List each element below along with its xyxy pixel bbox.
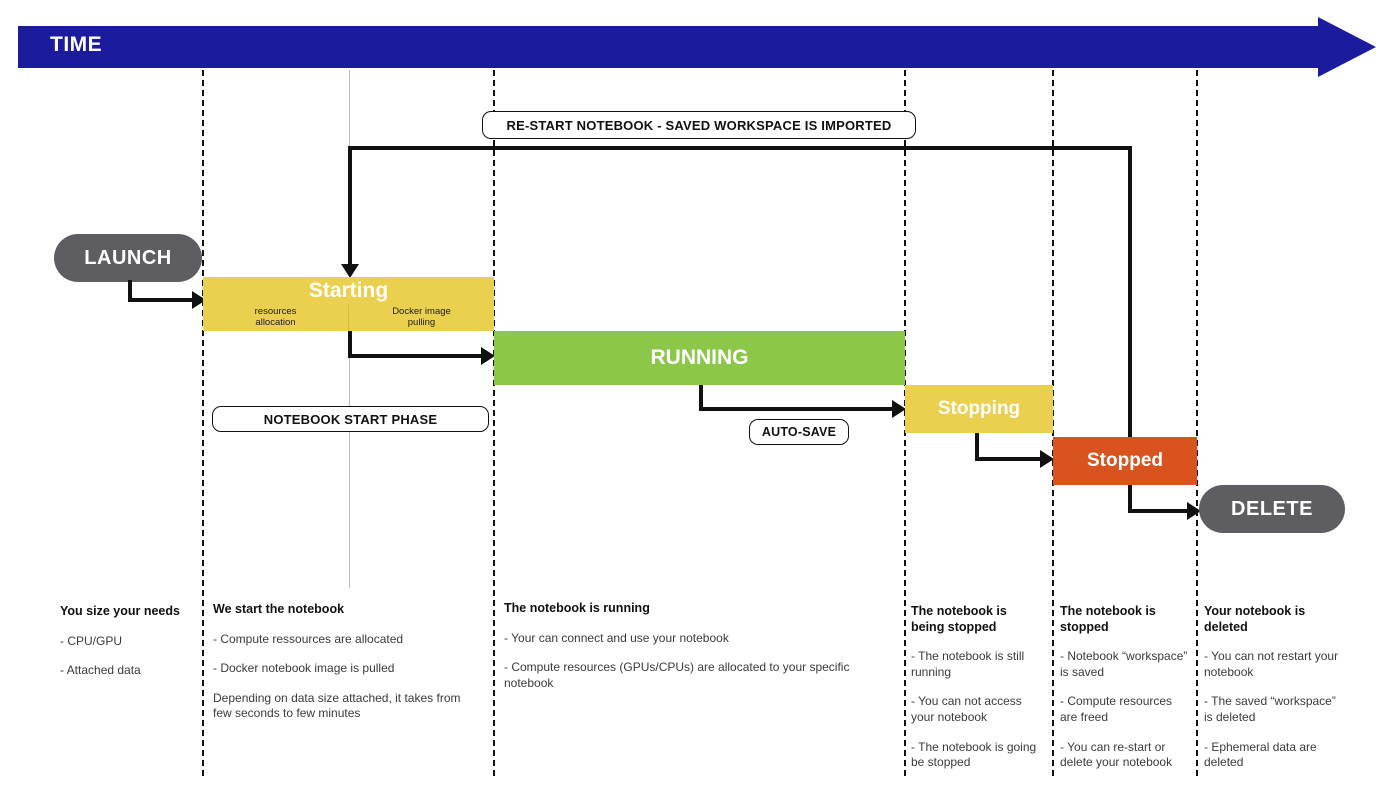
launch-arrow-vertical xyxy=(128,280,132,302)
stopping-to-stopped-vertical xyxy=(975,433,979,460)
description-column-running: The notebook is running - Your can conne… xyxy=(504,601,874,705)
launch-arrow-horizontal xyxy=(128,298,194,302)
column-title: The notebook is stopped xyxy=(1060,604,1156,634)
timeline-divider-2 xyxy=(493,70,495,776)
column-item: Depending on data size attached, it take… xyxy=(213,690,461,721)
phase-bar-running: RUNNING xyxy=(494,331,905,385)
substep-docker-image-pulling-line1: Docker image xyxy=(392,306,451,318)
substep-resource-allocation-line2: allocation xyxy=(255,317,296,328)
timeline-divider-5 xyxy=(1196,70,1198,776)
stopping-to-stopped-horizontal xyxy=(975,457,1046,461)
column-item: - The notebook is going be stopped xyxy=(911,739,1037,770)
column-item: - You can re-start or delete your notebo… xyxy=(1060,739,1173,770)
timeline-divider-1 xyxy=(202,70,204,776)
column-item: - Compute resources (GPUs/CPUs) are allo… xyxy=(504,660,850,690)
column-title: The notebook is being stopped xyxy=(911,604,1007,634)
phase-bar-stopped: Stopped xyxy=(1053,437,1197,485)
column-title: Your notebook is deleted xyxy=(1204,604,1306,634)
time-axis-bar xyxy=(18,26,1320,68)
running-to-stopping-horizontal xyxy=(699,407,898,411)
restart-loop-left-vertical xyxy=(348,146,352,267)
phase-bar-stopping: Stopping xyxy=(905,385,1053,433)
column-item: - Attached data xyxy=(60,663,141,678)
description-column-size-needs: You size your needs - CPU/GPU - Attached… xyxy=(60,604,194,693)
phase-label-stopped: Stopped xyxy=(1087,450,1163,471)
column-item: - Ephemeral data are deleted xyxy=(1204,739,1317,770)
phase-bar-starting: Starting xyxy=(203,277,494,305)
column-item: - CPU/GPU xyxy=(60,633,123,648)
column-title: We start the notebook xyxy=(213,602,345,616)
time-axis-label: TIME xyxy=(50,33,103,56)
launch-arrowhead-icon xyxy=(192,291,206,309)
stopped-to-delete-arrowhead-icon xyxy=(1187,502,1201,520)
timeline-divider-4 xyxy=(1052,70,1054,776)
starting-to-running-horizontal xyxy=(348,354,487,358)
restart-notebook-tag: RE-START NOTEBOOK - SAVED WORKSPACE IS I… xyxy=(482,111,916,139)
starting-to-running-vertical xyxy=(348,331,352,358)
substep-docker-image-pulling: Docker image pulling xyxy=(348,305,494,331)
column-title: You size your needs xyxy=(60,604,180,618)
column-item: - You can not restart your notebook xyxy=(1204,649,1339,679)
substep-docker-image-pulling-line2: pulling xyxy=(407,317,436,328)
column-item: - Compute ressources are allocated xyxy=(213,631,404,646)
description-column-start-notebook: We start the notebook - Compute ressourc… xyxy=(213,602,478,736)
stopped-to-delete-horizontal xyxy=(1128,509,1193,513)
column-item: - Docker notebook image is pulled xyxy=(213,661,395,676)
running-to-stopping-arrowhead-icon xyxy=(892,400,906,418)
delete-pill[interactable]: DELETE xyxy=(1199,485,1345,533)
stopping-to-stopped-arrowhead-icon xyxy=(1040,450,1054,468)
time-axis-arrowhead-icon xyxy=(1318,17,1376,77)
description-column-being-stopped: The notebook is being stopped - The note… xyxy=(911,604,1043,785)
running-to-stopping-vertical xyxy=(699,385,703,411)
launch-pill[interactable]: LAUNCH xyxy=(54,234,202,282)
column-title: The notebook is running xyxy=(504,601,650,615)
description-column-stopped: The notebook is stopped - Notebook “work… xyxy=(1060,604,1190,785)
substep-resource-allocation-line1: resources xyxy=(254,306,297,318)
column-item: - You can not access your notebook xyxy=(911,694,1022,725)
phase-label-starting: Starting xyxy=(308,279,389,302)
restart-loop-right-vertical xyxy=(1128,146,1132,438)
column-item: - The notebook is still running xyxy=(911,649,1025,679)
auto-save-tag: AUTO-SAVE xyxy=(749,419,849,445)
phase-label-stopping: Stopping xyxy=(937,398,1021,419)
column-item: - Compute resources are freed xyxy=(1060,694,1173,725)
starting-to-running-arrowhead-icon xyxy=(481,347,495,365)
column-item: - Notebook “workspace” is saved xyxy=(1060,649,1188,679)
column-item: - The saved “workspace” is deleted xyxy=(1204,694,1336,725)
restart-loop-arrowhead-icon xyxy=(341,264,359,278)
phase-bar-starting-substeps: resources allocation Docker image pullin… xyxy=(203,305,494,331)
phase-label-running: RUNNING xyxy=(650,346,749,369)
restart-loop-horizontal xyxy=(348,146,1132,150)
notebook-start-phase-tag: NOTEBOOK START PHASE xyxy=(212,406,489,432)
substep-resource-allocation: resources allocation xyxy=(203,305,348,331)
column-item: - Your can connect and use your notebook xyxy=(504,630,729,645)
description-column-deleted: Your notebook is deleted - You can not r… xyxy=(1204,604,1346,785)
stopped-to-delete-vertical xyxy=(1128,485,1132,512)
